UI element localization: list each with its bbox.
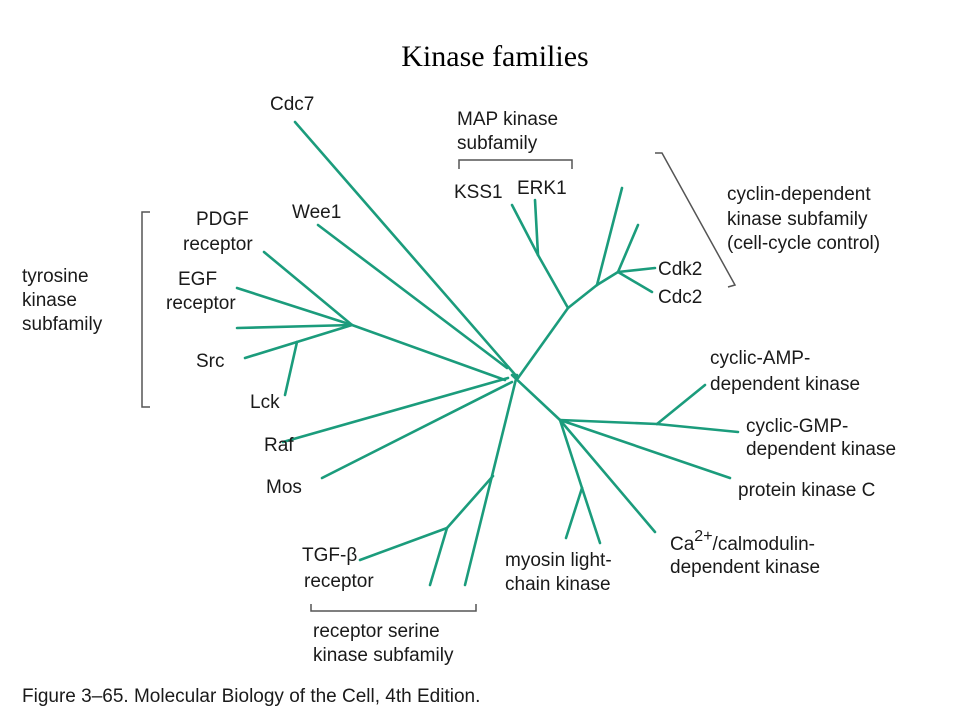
group-serine-line1: receptor serine bbox=[313, 621, 440, 642]
label-src: Src bbox=[196, 351, 225, 372]
map-kinase-bracket bbox=[458, 159, 573, 169]
branch-cgmp bbox=[655, 422, 740, 434]
label-tgf-line2: receptor bbox=[304, 571, 374, 592]
branch-wee1 bbox=[316, 223, 509, 370]
branch-cmgc-stem bbox=[516, 306, 570, 380]
branch-pk-inner bbox=[558, 418, 659, 426]
label-calmodulin-line2: dependent kinase bbox=[670, 557, 820, 578]
serine-bracket bbox=[310, 604, 477, 612]
label-raf: Raf bbox=[264, 435, 294, 456]
page-title: Kinase families bbox=[401, 40, 589, 73]
branch-tgf bbox=[358, 526, 449, 562]
label-calmodulin-ca: Ca bbox=[670, 534, 695, 555]
branch-cdk-node bbox=[595, 270, 620, 287]
label-calmodulin-superscript: 2+ bbox=[694, 528, 712, 545]
branch-myosin-a bbox=[564, 486, 584, 540]
branch-cdc7 bbox=[293, 120, 520, 380]
branch-erk1 bbox=[533, 198, 540, 257]
label-pdgf-line1: PDGF bbox=[196, 209, 249, 230]
label-lck: Lck bbox=[250, 392, 280, 413]
branch-cdk-a bbox=[595, 186, 624, 287]
tree-branches bbox=[235, 120, 740, 587]
label-myosin-line2: chain kinase bbox=[505, 574, 611, 595]
label-cdc2: Cdc2 bbox=[658, 287, 702, 308]
branch-cdk-stem bbox=[566, 283, 599, 310]
label-calmodulin-suffix: /calmodulin- bbox=[713, 534, 815, 555]
label-protein-kinase-c: protein kinase C bbox=[738, 480, 875, 501]
label-mos: Mos bbox=[266, 477, 302, 498]
group-tyrosine-line2: kinase bbox=[22, 290, 77, 311]
label-cgmp-line1: cyclic-GMP- bbox=[746, 416, 848, 437]
branch-tyr-short bbox=[235, 323, 354, 330]
branch-cdk-b bbox=[616, 223, 640, 274]
branch-calmodulin bbox=[558, 418, 657, 534]
branch-cdk2 bbox=[616, 266, 657, 274]
group-map-kinase-line1: MAP kinase bbox=[457, 109, 558, 130]
branch-myosin bbox=[558, 418, 584, 490]
branch-myosin-b bbox=[580, 486, 602, 545]
branch-egf bbox=[235, 286, 354, 327]
branch-pk-stem bbox=[510, 373, 562, 422]
branch-tyr-stem bbox=[350, 323, 507, 382]
tyrosine-bracket bbox=[141, 211, 150, 408]
branch-ser-short bbox=[428, 526, 449, 587]
group-tyrosine-line3: subfamily bbox=[22, 314, 103, 335]
group-map-kinase-line2: subfamily bbox=[457, 133, 538, 154]
label-tgf-line1: TGF-β bbox=[302, 545, 357, 566]
label-camp-line1: cyclic-AMP- bbox=[710, 348, 810, 369]
label-kss1: KSS1 bbox=[454, 182, 503, 203]
group-cyclin-line3: (cell-cycle control) bbox=[727, 233, 880, 254]
group-tyrosine-line1: tyrosine bbox=[22, 266, 89, 287]
label-camp-line2: dependent kinase bbox=[710, 374, 860, 395]
label-cgmp-line2: dependent kinase bbox=[746, 439, 896, 460]
label-cdk2: Cdk2 bbox=[658, 259, 702, 280]
label-erk1: ERK1 bbox=[517, 178, 567, 199]
branch-pkc bbox=[558, 418, 732, 480]
group-serine-line2: kinase subfamily bbox=[313, 645, 454, 666]
label-wee1: Wee1 bbox=[292, 202, 341, 223]
branch-cdc2 bbox=[616, 270, 654, 294]
label-egf-line2: receptor bbox=[166, 293, 236, 314]
label-calmodulin-line1: Ca2+/calmodulin- bbox=[670, 528, 815, 555]
label-cdc7: Cdc7 bbox=[270, 94, 314, 115]
label-myosin-line1: myosin light- bbox=[505, 550, 612, 571]
branch-tgf-node bbox=[445, 474, 495, 530]
label-pdgf-line2: receptor bbox=[183, 234, 253, 255]
group-brackets bbox=[141, 152, 737, 612]
group-cyclin-line1: cyclin-dependent bbox=[727, 184, 871, 205]
cyclin-bracket bbox=[655, 152, 737, 288]
branch-map-stem bbox=[536, 253, 570, 310]
figure-caption: Figure 3–65. Molecular Biology of the Ce… bbox=[22, 686, 480, 707]
group-cyclin-line2: kinase subfamily bbox=[727, 209, 868, 230]
branch-pdgf bbox=[262, 250, 354, 327]
branch-raf bbox=[281, 376, 510, 444]
label-egf-line1: EGF bbox=[178, 269, 217, 290]
branch-camp bbox=[655, 383, 707, 426]
branch-kss1 bbox=[510, 203, 540, 257]
branch-lck bbox=[283, 340, 299, 397]
branch-mos bbox=[320, 380, 514, 480]
branch-src-lck bbox=[243, 323, 354, 360]
